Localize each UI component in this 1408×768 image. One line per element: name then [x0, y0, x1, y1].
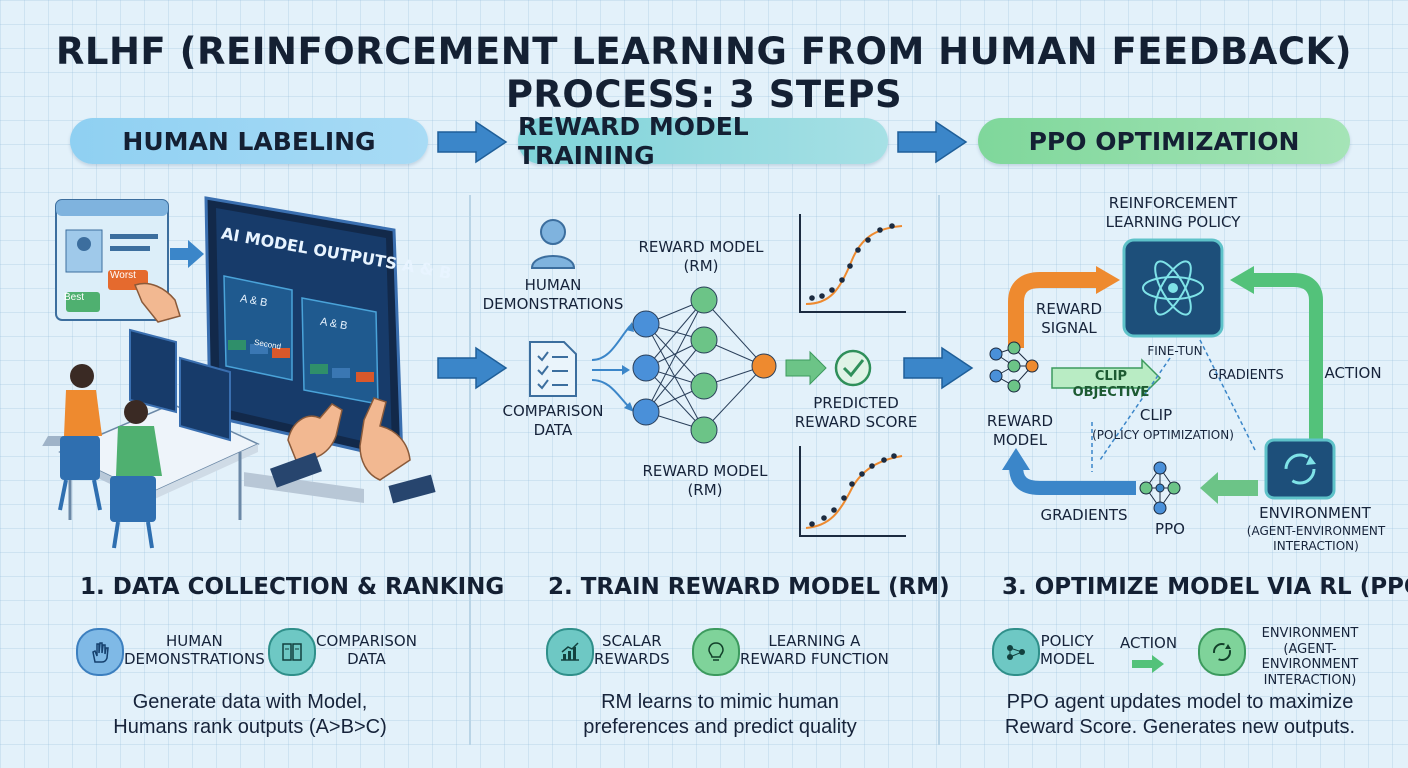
comparison-icon: [268, 628, 316, 676]
output-arrow-icon: [785, 350, 827, 386]
labeling-illustration: [42, 196, 436, 549]
sub-action: ACTION: [1120, 634, 1178, 652]
label-ppo: PPO: [1155, 520, 1185, 538]
step-1-description: Generate data with Model, Humans rank ou…: [113, 691, 387, 738]
browser-best-label: Best: [64, 292, 85, 303]
chart-icon: [546, 628, 594, 676]
ppo-icon: [1139, 461, 1181, 515]
neural-network: [632, 286, 777, 444]
stage-arrow-1: [437, 120, 508, 164]
sub-scalar-rewards: SCALAR REWARDS: [594, 632, 670, 668]
sub-policy-model: POLICY MODEL: [1040, 632, 1095, 668]
stage-ppo-optimization: PPO OPTIMIZATION: [978, 118, 1350, 164]
label-rl-policy: REINFORCEMENT LEARNING POLICY: [1105, 194, 1241, 231]
reward-signal-arrow: [1096, 266, 1120, 294]
stage-human-labeling: HUMAN LABELING: [70, 118, 428, 164]
worst-tag: [272, 348, 290, 358]
atom-icon: [1142, 260, 1204, 316]
label-comparison-data: COMPARISON DATA: [502, 402, 604, 439]
label-environment-sub: (AGENT-ENVIRONMENT INTERACTION): [1246, 524, 1386, 553]
sigmoid-plot-top: [799, 214, 906, 313]
label-human-demonstrations: HUMAN DEMONSTRATIONS: [482, 276, 624, 313]
divider-2: [938, 195, 940, 745]
browser-worst-label: Worst: [110, 270, 136, 281]
arrow-icon: [1132, 655, 1164, 673]
network-icon: [989, 341, 1039, 393]
ppo-loop-diagram: [989, 238, 1336, 515]
reward-model-diagram: [529, 214, 906, 537]
small-arrow-icon: [170, 240, 204, 268]
step-3-description: PPO agent updates model to maximize Rewa…: [1004, 691, 1356, 738]
flow-arrow-1: [437, 346, 508, 390]
output-card-b: [301, 297, 379, 405]
label-reward-model: REWARD MODEL: [986, 412, 1054, 449]
page-title: RLHF (REINFORCEMENT LEARNING FROM HUMAN …: [55, 30, 1353, 116]
environment-box: [1264, 438, 1336, 500]
label-reward-model-bottom: REWARD MODEL (RM): [642, 462, 768, 499]
label-action: ACTION: [1324, 364, 1382, 382]
label-predicted-reward-score: PREDICTED REWARD SCORE: [794, 394, 918, 431]
second-tag: [250, 344, 268, 354]
label-gradients-bottom: GRADIENTS: [1040, 506, 1128, 524]
policy-model-icon: [992, 628, 1040, 676]
stage-arrow-2: [897, 120, 968, 164]
env-to-ppo-arrow: [1200, 472, 1258, 504]
label-clip-sub: (POLICY OPTIMIZATION): [1092, 428, 1234, 442]
sigmoid-plot-bottom: [799, 446, 906, 537]
step-1-title: 1. DATA COLLECTION & RANKING: [80, 574, 505, 600]
flow-arrow-2: [903, 346, 974, 390]
divider-1: [469, 195, 471, 745]
action-arrow: [1230, 266, 1254, 294]
sub-comparison-data: COMPARISON DATA: [316, 632, 417, 668]
desk-scene: [42, 328, 260, 549]
environment-cycle-icon: [1198, 628, 1246, 676]
label-gradients-right: GRADIENTS: [1208, 368, 1284, 383]
label-clip-objective: CLIP OBJECTIVE: [1072, 369, 1150, 401]
sub-environment: ENVIRONMENT (AGENT-ENVIRONMENT INTERACTI…: [1261, 626, 1359, 688]
hand-icon: [76, 628, 124, 676]
step-2-description: RM learns to mimic human preferences and…: [583, 691, 857, 738]
step-3-title: 3. OPTIMIZE MODEL VIA RL (PPO): [1002, 574, 1408, 600]
pointing-hand-icon: [134, 282, 181, 323]
document-icon: [529, 341, 577, 397]
step-2-title: 2. TRAIN REWARD MODEL (RM): [548, 574, 950, 600]
gradients-arrow: [1002, 448, 1030, 470]
label-environment: ENVIRONMENT: [1259, 504, 1371, 522]
hand-right-icon: [359, 397, 411, 481]
label-reward-signal: REWARD SIGNAL: [1035, 300, 1103, 337]
best-tag: [228, 340, 246, 350]
label-fine-tun: FINE-TUN: [1147, 344, 1203, 358]
stage-reward-model-training: REWARD MODEL TRAINING: [518, 112, 888, 170]
check-icon: [834, 349, 872, 387]
user-icon: [530, 219, 576, 269]
sub-human-demonstrations: HUMAN DEMONSTRATIONS: [124, 632, 265, 668]
output-card-a: [223, 275, 293, 381]
sub-learning-reward-function: LEARNING A REWARD FUNCTION: [740, 632, 889, 668]
label-reward-model-top: REWARD MODEL (RM): [638, 238, 764, 275]
policy-box: [1122, 238, 1224, 338]
cycle-icon: [1284, 453, 1316, 485]
label-clip: CLIP: [1139, 406, 1173, 424]
clip-objective-arrow: [1051, 358, 1162, 398]
lightbulb-icon: [692, 628, 740, 676]
